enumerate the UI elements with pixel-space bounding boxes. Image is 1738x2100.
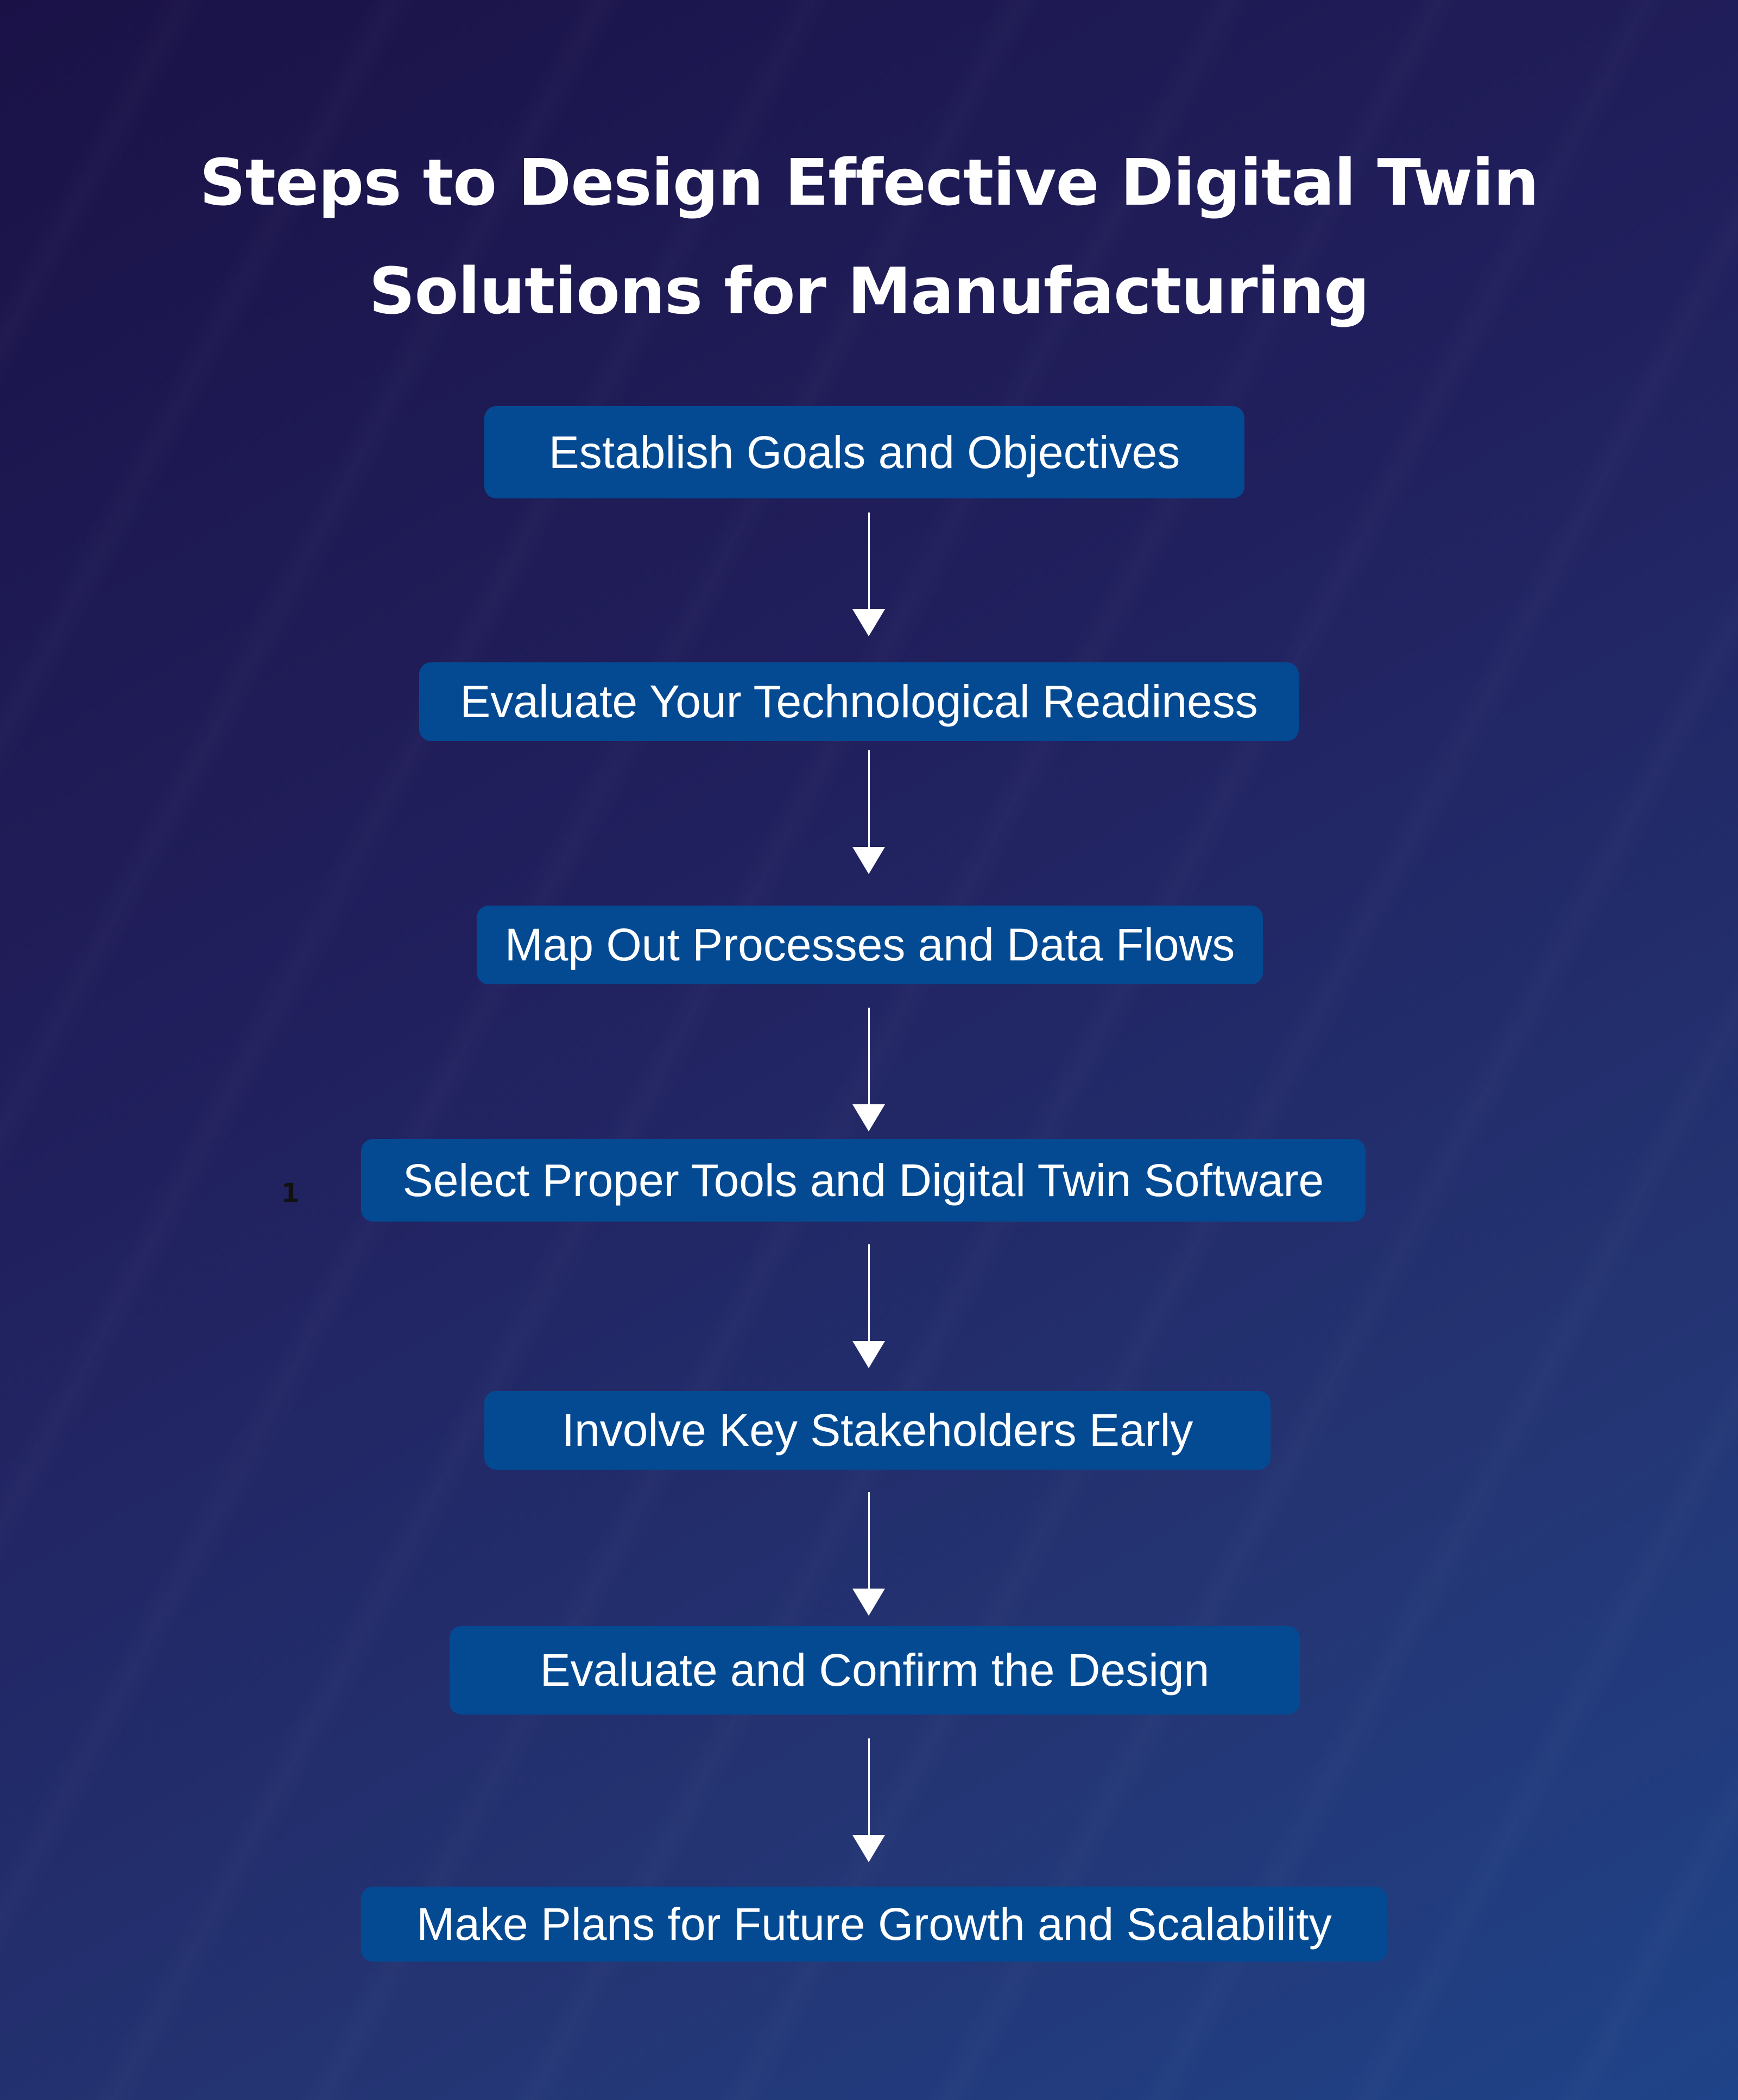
arrow-head-icon (852, 1835, 885, 1862)
flow-arrow-6 (852, 1738, 885, 1862)
step-establish-goals: Establish Goals and Objectives (484, 406, 1244, 498)
step-involve-stakeholders: Involve Key Stakeholders Early (484, 1391, 1271, 1470)
flow-arrow-3 (852, 1008, 885, 1131)
title-line-1: Steps to Design Effective Digital Twin (199, 145, 1539, 220)
step-map-processes: Map Out Processes and Data Flows (477, 906, 1263, 984)
flow-arrow-1 (852, 513, 885, 636)
footnote-marker: 1 (281, 1178, 300, 1209)
flow-arrow-5 (852, 1492, 885, 1616)
flow-arrow-2 (852, 750, 885, 874)
step-evaluate-readiness: Evaluate Your Technological Readiness (419, 662, 1299, 741)
arrow-head-icon (852, 1589, 885, 1616)
flow-arrow-4 (852, 1244, 885, 1368)
title-line-2: Solutions for Manufacturing (369, 254, 1370, 328)
arrow-head-icon (852, 847, 885, 874)
step-select-tools: Select Proper Tools and Digital Twin Sof… (361, 1139, 1366, 1222)
step-confirm-design: Evaluate and Confirm the Design (450, 1626, 1300, 1715)
step-plan-growth: Make Plans for Future Growth and Scalabi… (361, 1887, 1387, 1962)
arrow-head-icon (852, 1104, 885, 1131)
arrow-head-icon (852, 609, 885, 636)
arrow-head-icon (852, 1341, 885, 1368)
